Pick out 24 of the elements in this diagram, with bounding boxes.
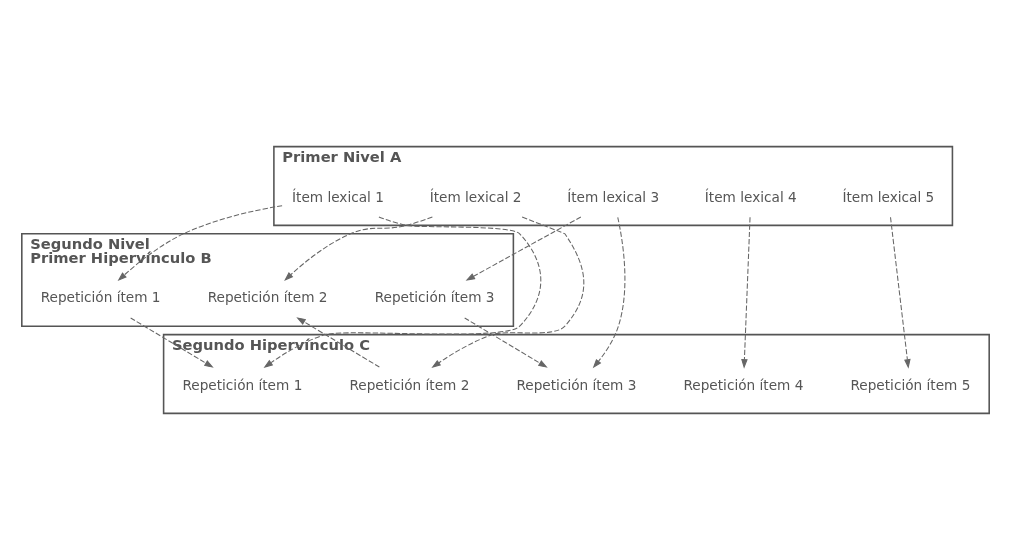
node-text: Repetición ítem 1: [182, 376, 303, 393]
node-text: Repetición ítem 4: [683, 376, 804, 393]
node-text: Repetición ítem 1: [40, 288, 161, 305]
arrow: [296, 316, 380, 368]
node-text: Ítem lexical 2: [429, 188, 522, 205]
node-text: Repetición ítem 2: [349, 376, 470, 393]
arrow: [117, 204, 283, 281]
arrow: [130, 316, 214, 368]
arrow: [464, 316, 548, 368]
arrow: [890, 216, 911, 369]
arrow: [284, 216, 433, 281]
node-text: Repetición ítem 2: [207, 288, 328, 305]
arrow: [741, 216, 751, 369]
node-text: Repetición ítem 3: [374, 288, 495, 305]
arrow: [263, 216, 542, 368]
node-text: Ítem lexical 1: [292, 188, 384, 205]
node-text: Repetición ítem 5: [850, 376, 971, 393]
arrow: [431, 216, 585, 368]
node-text: Ítem lexical 3: [567, 188, 660, 205]
node-text: Ítem lexical 5: [842, 188, 935, 205]
arrow: [592, 216, 626, 368]
node-text: Repetición ítem 3: [516, 376, 637, 393]
node-text: Ítem lexical 4: [704, 188, 797, 205]
arrow: [465, 215, 582, 281]
